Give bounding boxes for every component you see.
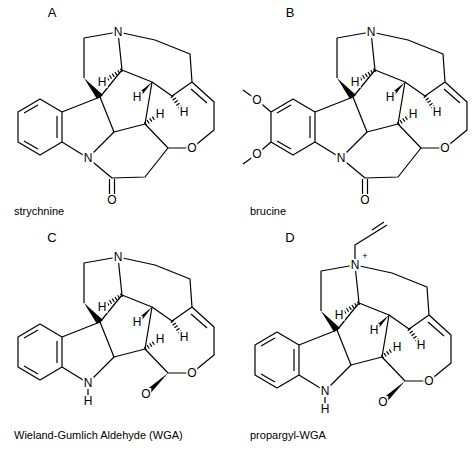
atom-label: H [350,76,361,88]
atom-label: H [334,309,345,321]
atom-label: O [140,388,151,400]
panel-letter: B [286,6,295,19]
compound-name: strychnine [14,206,64,217]
atom-label: N [83,377,94,389]
lactam-ring [88,148,168,195]
compound-name: brucine [250,206,286,217]
atom-label: N [113,26,124,38]
atom-label: O [251,148,262,160]
atom-label: H [97,76,108,88]
atom-label: H [83,395,94,407]
brucine-skeleton [271,32,467,158]
atom-label: O [423,375,434,387]
atom-label: H [132,316,143,328]
atom-label: N [83,152,94,164]
hydroxy-group [325,381,405,407]
atom-label: O [106,194,117,206]
compound-name: Wieland-Gumlich Aldehyde (WGA) [14,430,183,441]
atom-label: N [366,26,377,38]
wga-skeleton [18,257,214,383]
strychnine-skeleton [18,32,214,158]
atom-label: H [155,108,166,120]
panel-letter: A [48,6,57,19]
atom-label: H [392,341,403,353]
atom-label: H [432,106,443,118]
methoxy-groups [243,90,271,164]
atom-label: N [113,251,124,263]
atom-label: N [336,152,347,164]
atom-label: O [377,396,388,408]
atom-label: N [350,259,361,271]
atom-label: O [439,142,450,154]
atom-label: O [186,142,197,154]
compound-name: propargyl-WGA [250,430,326,441]
atom-label: H [97,301,108,313]
propargyl-wga-skeleton [255,265,451,391]
atom-label: H [416,339,427,351]
charge-sign: + [362,252,367,261]
atom-label: H [132,91,143,103]
atom-label: H [179,106,190,118]
atom-label: H [320,403,331,415]
atom-label: H [408,108,419,120]
atom-label: H [155,333,166,345]
atom-label: H [179,331,190,343]
lactam-ring [341,148,421,195]
panel-letter: C [47,231,56,244]
panel-letter: D [285,231,294,244]
atom-label: O [359,194,370,206]
atom-label: H [385,91,396,103]
atom-label: H [369,324,380,336]
atom-label: O [251,94,262,106]
atom-label: O [186,367,197,379]
hydroxy-group [88,373,168,399]
atom-label: N [320,385,331,397]
